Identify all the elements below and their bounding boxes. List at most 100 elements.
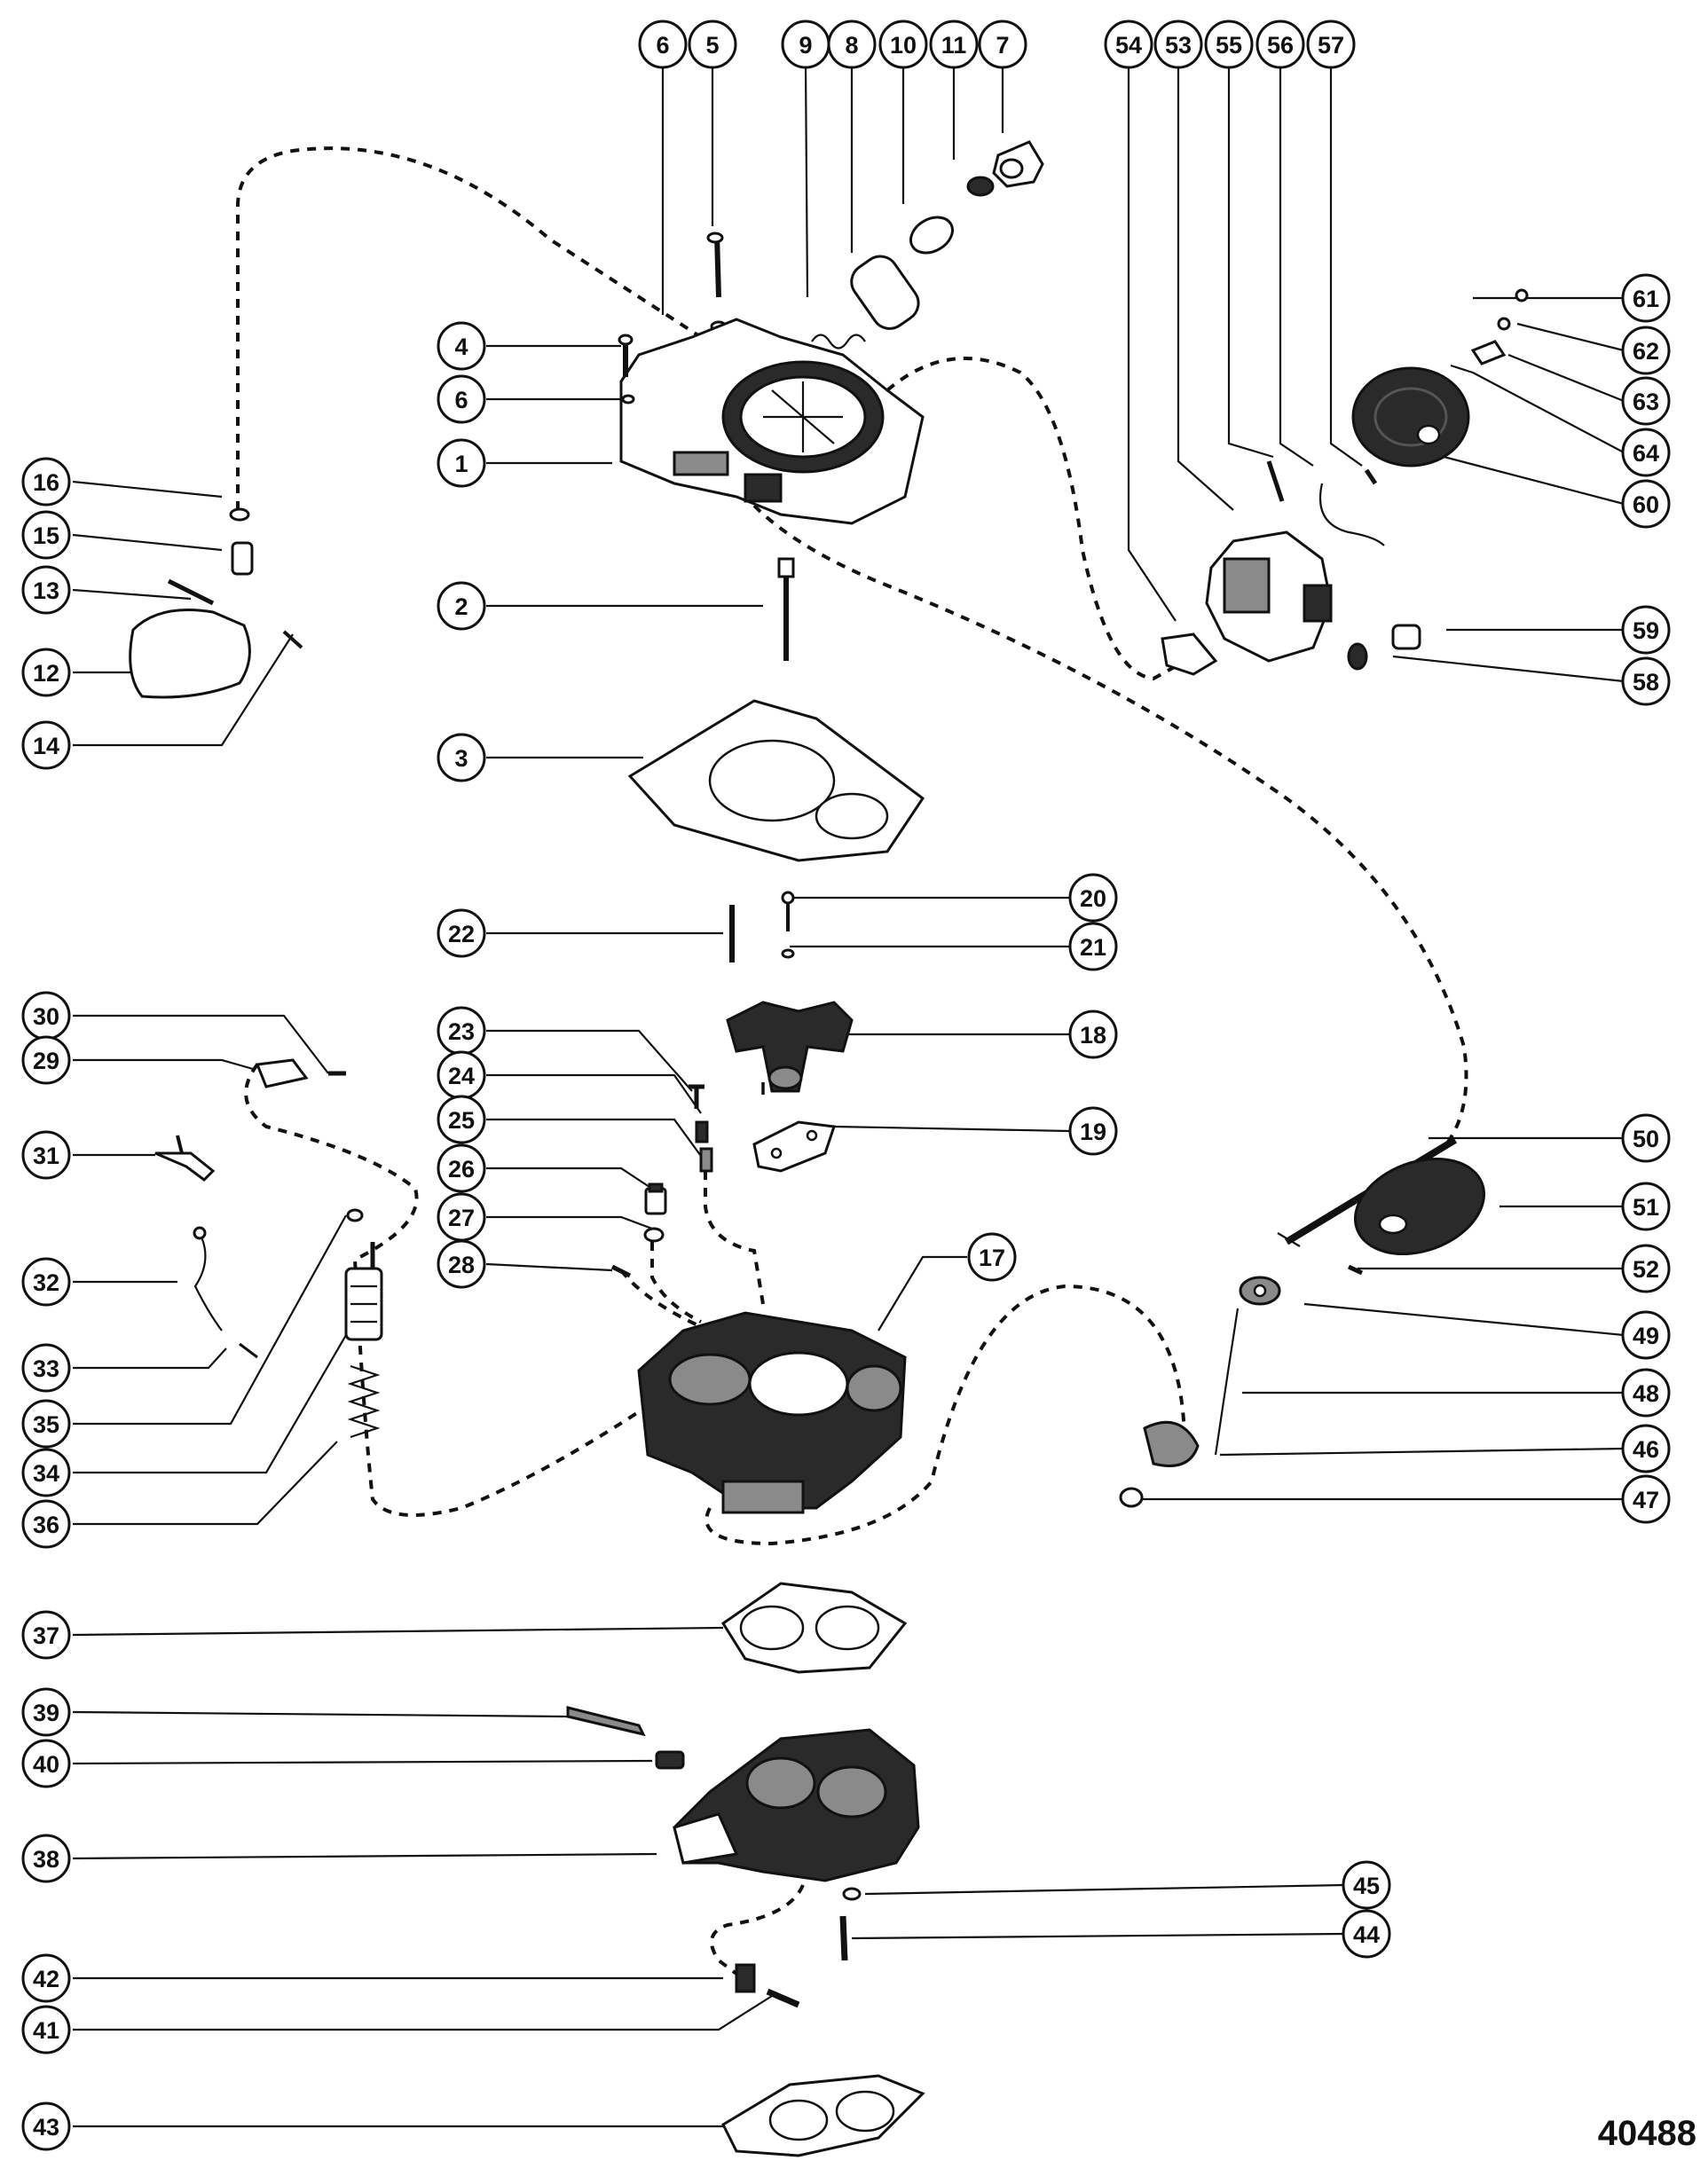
callout-number: 12: [33, 660, 59, 687]
callout-60: 60: [1621, 479, 1671, 529]
part-valve-26: [644, 1182, 667, 1215]
part-screw-20: [781, 891, 795, 931]
callout-35: 35: [21, 1399, 71, 1449]
callout-circle: [21, 1035, 71, 1085]
part-thermostatic-cover-60: [1351, 366, 1470, 467]
callout-circle: [1621, 326, 1671, 375]
part-rod-48: [1214, 1308, 1240, 1456]
callout-circle: [437, 438, 486, 488]
callout-number: 23: [448, 1018, 475, 1045]
callout-circle: [21, 2102, 71, 2151]
callout-number: 35: [33, 1411, 59, 1438]
callout-24: 24: [437, 1050, 486, 1100]
callout-circle: [1068, 1106, 1118, 1156]
part-needle-15: [231, 541, 254, 576]
callout-circle: [21, 1610, 71, 1660]
callout-number: 61: [1633, 286, 1659, 312]
callout-circle: [978, 20, 1027, 69]
part-lever-42: [735, 1963, 756, 1993]
callout-circle: [1621, 273, 1671, 323]
callout-circle: [437, 733, 486, 782]
callout-circle: [21, 1130, 71, 1180]
part-washer-21: [781, 948, 795, 959]
callout-28: 28: [437, 1239, 486, 1289]
callout-number: 36: [33, 1512, 59, 1538]
callout-32: 32: [21, 1257, 71, 1307]
part-spring-40: [655, 1750, 685, 1770]
callout-58: 58: [1621, 656, 1671, 706]
part-lever-31: [154, 1135, 216, 1182]
callout-number: 32: [33, 1269, 59, 1296]
callout-circle: [1621, 1182, 1671, 1231]
callout-number: 27: [448, 1205, 475, 1231]
callout-59: 59: [1621, 605, 1671, 655]
callout-circle: [1068, 922, 1118, 971]
dashed-path-29-to-36: [244, 1063, 676, 1517]
callout-number: 30: [33, 1003, 59, 1030]
callout-4: 4: [437, 321, 486, 371]
callout-number: 50: [1633, 1126, 1659, 1152]
part-float-12: [129, 609, 251, 699]
callout-number: 10: [890, 32, 917, 59]
callout-3: 3: [437, 733, 486, 782]
part-screw-52: [1347, 1264, 1364, 1276]
callout-circle: [21, 510, 71, 560]
callout-circle: [967, 1232, 1017, 1282]
callout-circle: [21, 1257, 71, 1307]
callout-number: 11: [941, 32, 967, 59]
callout-circle: [21, 648, 71, 697]
dashed-path-38-to-42: [710, 1884, 805, 1976]
callout-6: 6: [638, 20, 688, 69]
callout-40: 40: [21, 1739, 71, 1788]
callout-12: 12: [21, 648, 71, 697]
callout-circle: [437, 581, 486, 631]
part-gasket-54: [1161, 632, 1218, 676]
callout-36: 36: [21, 1499, 71, 1549]
part-washer-62: [1497, 317, 1511, 331]
callout-54: 54: [1104, 20, 1153, 69]
callout-11: 11: [929, 20, 979, 69]
callout-17: 17: [967, 1232, 1017, 1282]
callout-8: 8: [827, 20, 877, 69]
callout-number: 63: [1633, 389, 1659, 415]
callout-number: 41: [33, 2017, 59, 2044]
callout-55: 55: [1204, 20, 1254, 69]
callout-circle: [1068, 1010, 1118, 1059]
callout-number: 8: [845, 32, 858, 59]
callout-33: 33: [21, 1343, 71, 1393]
callout-48: 48: [1621, 1368, 1671, 1418]
part-air-horn-1: [619, 318, 925, 525]
part-ball-35: [346, 1208, 364, 1222]
callout-circle: [1621, 1474, 1671, 1524]
part-washer-6: [621, 394, 635, 405]
callout-9: 9: [781, 20, 830, 69]
part-choke-valve-51: [1353, 1157, 1486, 1256]
callout-circle: [1621, 428, 1671, 477]
part-washer-27: [643, 1227, 665, 1243]
callout-31: 31: [21, 1130, 71, 1180]
callout-number: 17: [979, 1245, 1005, 1271]
part-choke-housing-53: [1205, 530, 1333, 663]
part-lever-49: [1239, 1276, 1281, 1306]
callout-number: 2: [454, 593, 468, 620]
callout-2: 2: [437, 581, 486, 631]
part-tube-8: [850, 255, 920, 330]
callout-number: 18: [1080, 1022, 1106, 1049]
callout-number: 31: [33, 1143, 59, 1169]
callout-44: 44: [1342, 1909, 1391, 1959]
callout-circle: [1104, 20, 1153, 69]
callout-18: 18: [1068, 1010, 1118, 1059]
part-gasket-37: [720, 1582, 908, 1674]
callout-number: 62: [1633, 338, 1659, 365]
callout-number: 46: [1633, 1436, 1659, 1463]
callout-circle: [21, 1834, 71, 1883]
callout-52: 52: [1621, 1244, 1671, 1293]
callout-number: 37: [33, 1622, 59, 1649]
callout-number: 21: [1080, 934, 1106, 961]
callout-19: 19: [1068, 1106, 1118, 1156]
part-pump-34: [344, 1242, 383, 1341]
callout-22: 22: [437, 908, 486, 958]
callout-number: 20: [1080, 885, 1106, 912]
callout-number: 13: [33, 577, 59, 604]
